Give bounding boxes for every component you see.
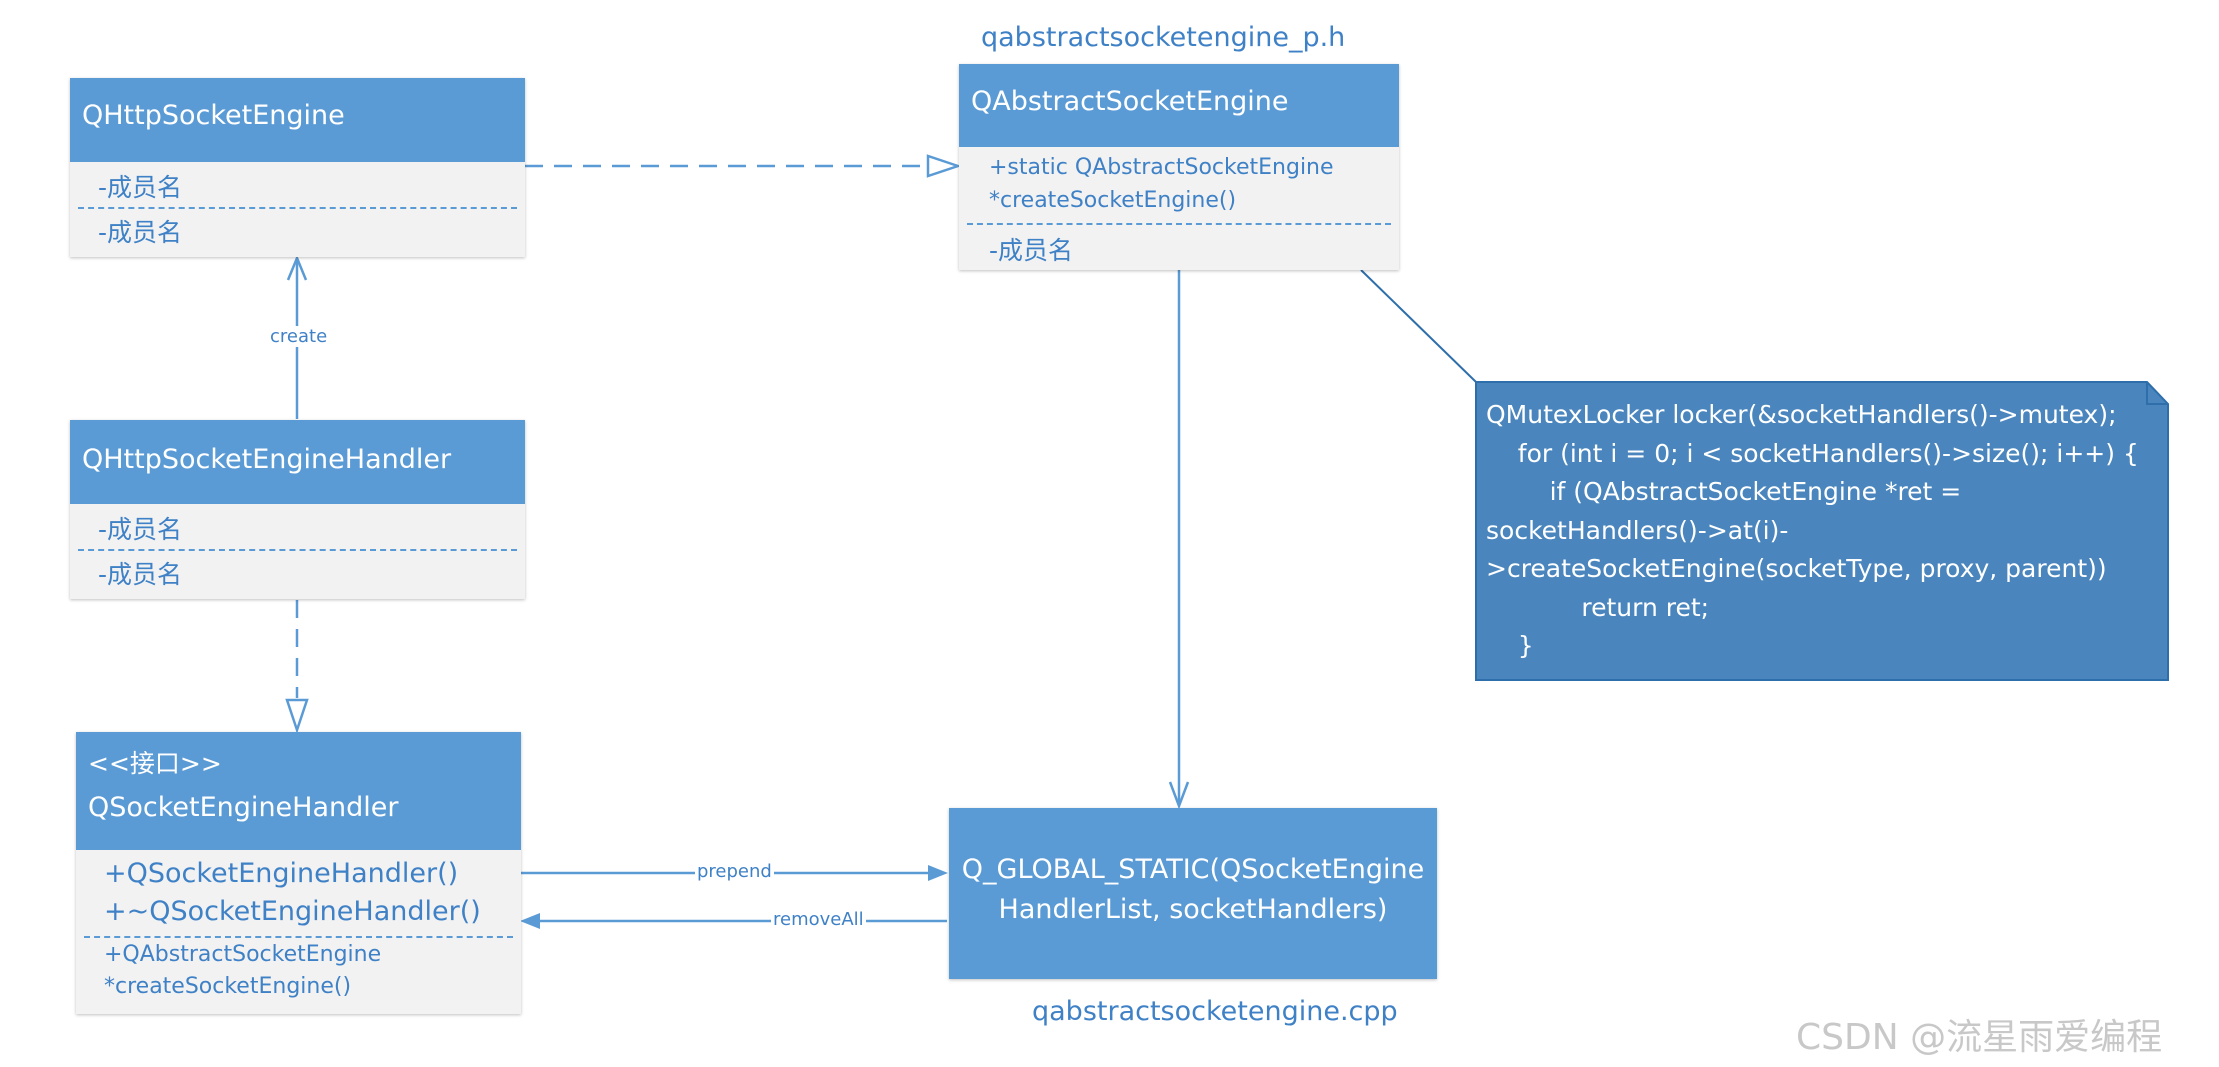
class-name: QSocketEngineHandler — [88, 792, 399, 823]
member-section: -成员名 — [70, 504, 525, 549]
create-arrowhead — [286, 254, 308, 281]
header-file-label: qabstractsocketengine_p.h — [981, 22, 1346, 53]
destructor-item: +~QSocketEngineHandler() — [104, 896, 481, 927]
operation-section: +static QAbstractSocketEngine *createSoc… — [959, 147, 1399, 223]
global-static-box[interactable]: Q_GLOBAL_STATIC(QSocketEngine HandlerLis… — [949, 808, 1437, 979]
operation-line: *createSocketEngine() — [104, 974, 352, 999]
engine-to-global-arrowhead — [1168, 781, 1190, 810]
code-note-fold — [2146, 382, 2168, 405]
operation-line: *createSocketEngine() — [989, 188, 1237, 213]
create-label: create — [268, 326, 330, 347]
global-static-line: Q_GLOBAL_STATIC(QSocketEngine — [961, 854, 1425, 885]
attribute-section: -成员名 — [967, 223, 1391, 268]
operation-section: +QAbstractSocketEngine *createSocketEngi… — [84, 936, 513, 1012]
class-header: <<接口>> QSocketEngineHandler — [76, 732, 521, 850]
member-section: -成员名 — [78, 207, 517, 255]
class-name: QHttpSocketEngineHandler — [82, 444, 452, 475]
realization-arrowhead-http-engine — [926, 154, 962, 178]
member-item: -成员名 — [98, 173, 183, 202]
class-http-socket-engine-handler[interactable]: QHttpSocketEngineHandler -成员名 -成员名 — [70, 420, 525, 599]
member-item: -成员名 — [98, 515, 183, 544]
remove-all-arrowhead — [520, 913, 540, 929]
class-header: QHttpSocketEngine — [70, 78, 525, 162]
member-item: -成员名 — [98, 218, 183, 247]
code-note-text: QMutexLocker locker(&socketHandlers()->m… — [1486, 400, 2139, 660]
class-abstract-socket-engine[interactable]: QAbstractSocketEngine +static QAbstractS… — [959, 64, 1399, 270]
operation-line: +static QAbstractSocketEngine — [989, 155, 1334, 180]
member-section: -成员名 — [78, 549, 517, 597]
note-anchor-line — [1360, 269, 1477, 383]
code-note-box — [1475, 381, 2169, 681]
member-section: -成员名 — [70, 162, 525, 207]
class-header: QHttpSocketEngineHandler — [70, 420, 525, 504]
class-header: QAbstractSocketEngine — [959, 64, 1399, 147]
operation-section: +QSocketEngineHandler() +~QSocketEngineH… — [76, 850, 521, 936]
remove-all-label: removeAll — [771, 909, 866, 930]
class-http-socket-engine[interactable]: QHttpSocketEngine -成员名 -成员名 — [70, 78, 525, 257]
operation-line: +QAbstractSocketEngine — [104, 942, 382, 967]
stereotype-label: <<接口>> — [88, 749, 222, 778]
prepend-arrowhead — [928, 865, 948, 881]
member-item: -成员名 — [98, 560, 183, 589]
watermark: CSDN @流星雨爱编程 — [1796, 1017, 2163, 1058]
class-name: QAbstractSocketEngine — [971, 86, 1289, 117]
constructor-item: +QSocketEngineHandler() — [104, 858, 459, 889]
global-static-line: HandlerList, socketHandlers) — [998, 894, 1388, 925]
prepend-label: prepend — [695, 861, 774, 882]
realization-arrowhead-http-handler — [285, 698, 309, 734]
interface-socket-engine-handler[interactable]: <<接口>> QSocketEngineHandler +QSocketEngi… — [76, 732, 521, 1014]
cpp-file-label: qabstractsocketengine.cpp — [1032, 996, 1398, 1027]
attribute-item: -成员名 — [989, 236, 1074, 265]
class-name: QHttpSocketEngine — [82, 100, 345, 131]
